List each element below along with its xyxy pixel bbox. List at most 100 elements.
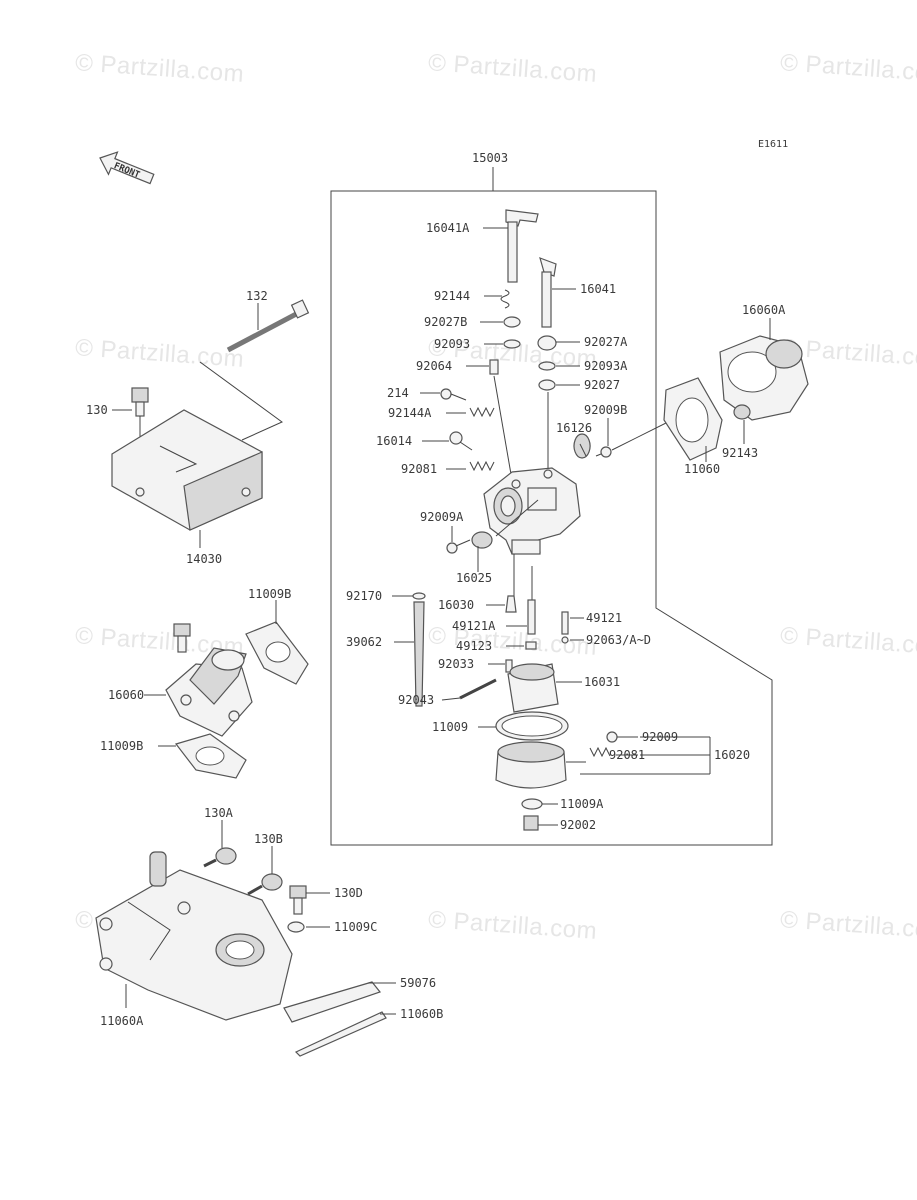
part-11009B-lower [174,733,247,779]
part-label-92093A: 92093A [584,359,628,373]
part-39062 [413,601,425,707]
part-92081-lower [589,746,611,758]
part-92043 [459,678,497,700]
part-59076 [283,981,382,1023]
part-92027A [537,335,557,351]
part-92144 [500,289,510,309]
part-16041 [539,257,557,328]
part-92009B [595,446,612,458]
part-label-11060B: 11060B [400,1007,443,1021]
part-11009C [287,921,305,933]
part-49121 [561,611,569,635]
part-92002 [523,815,539,831]
part-label-16014: 16014 [376,434,412,448]
part-132 [226,299,310,353]
part-label-11009C: 11009C [334,920,377,934]
part-label-16041A: 16041A [426,221,470,235]
part-label-49123: 49123 [456,639,492,653]
part-label-92170: 92170 [346,589,382,603]
part-label-16126: 16126 [556,421,592,435]
part-label-92027B: 92027B [424,315,467,329]
part-label-130B: 130B [254,832,283,846]
part-label-16031: 16031 [584,675,620,689]
part-label-130D: 130D [334,886,363,900]
part-16041A [505,209,539,283]
part-92033 [505,659,513,673]
part-92144A [469,406,495,418]
part-label-92144: 92144 [434,289,470,303]
part-label-15003: 15003 [472,151,508,165]
part-label-59076: 59076 [400,976,436,990]
part-label-39062: 39062 [346,635,382,649]
part-16014 [449,431,473,451]
part-label-11009A: 11009A [560,797,604,811]
part-label-92143: 92143 [722,446,758,460]
part-49121A [527,599,536,635]
part-label-92027A: 92027A [584,335,628,349]
part-16030 [505,595,517,613]
part-label-92081-upper: 92081 [401,462,437,476]
part-92081-upper [469,460,495,472]
part-label-92063: 92063/A~D [586,633,651,647]
part-label-92033: 92033 [438,657,474,671]
part-label-92081-lower: 92081 [609,748,645,762]
part-label-16060: 16060 [108,688,144,702]
part-label-11009B-lower: 11009B [100,739,143,753]
part-92170 [412,592,426,600]
part-label-92064: 92064 [416,359,452,373]
part-label-16030: 16030 [438,598,474,612]
part-130B [247,873,283,896]
part-130A [203,847,237,868]
part-92027B [503,316,521,328]
part-92143 [733,404,751,420]
part-label-11060: 11060 [684,462,720,476]
carburetor-body [483,467,581,555]
part-16025 [471,531,493,549]
part-92093A [538,361,556,371]
part-16060A [719,335,809,421]
part-11060A [95,851,293,1021]
part-92063 [561,636,569,644]
part-16031 [507,663,559,713]
part-92009A [446,539,471,554]
part-130D [289,885,307,915]
part-label-16020: 16020 [714,748,750,762]
part-49123 [525,641,537,650]
part-16020 [495,741,567,789]
part-130-screw [173,623,191,653]
part-label-14030: 14030 [186,552,222,566]
part-11009A [521,798,543,810]
part-label-214: 214 [387,386,409,400]
part-label-16025: 16025 [456,571,492,585]
part-label-16060A: 16060A [742,303,786,317]
part-11009B-upper [245,621,309,685]
part-92009 [606,731,638,743]
part-92093 [503,339,521,349]
part-11009 [495,711,569,741]
part-16060 [165,647,253,737]
part-label-92009: 92009 [642,730,678,744]
part-130 [131,387,149,417]
part-label-92009B: 92009B [584,403,627,417]
part-label-92043: 92043 [398,693,434,707]
part-label-11009B-upper: 11009B [248,587,291,601]
part-label-11009: 11009 [432,720,468,734]
part-16126 [573,433,591,459]
part-11060 [663,377,723,461]
part-92064 [489,359,499,375]
part-label-92027: 92027 [584,378,620,392]
part-214 [440,388,467,401]
assembly-frame-15003 [330,190,773,846]
part-label-132: 132 [246,289,268,303]
part-label-130A: 130A [204,806,234,820]
part-label-49121A: 49121A [452,619,496,633]
part-label-92002: 92002 [560,818,596,832]
part-14030 [111,409,263,531]
part-label-49121: 49121 [586,611,622,625]
part-label-92144A: 92144A [388,406,432,420]
diagram-code: E1611 [758,139,788,150]
front-arrow-icon: FRONT [99,151,155,185]
part-92027 [538,379,556,391]
part-label-92093: 92093 [434,337,470,351]
